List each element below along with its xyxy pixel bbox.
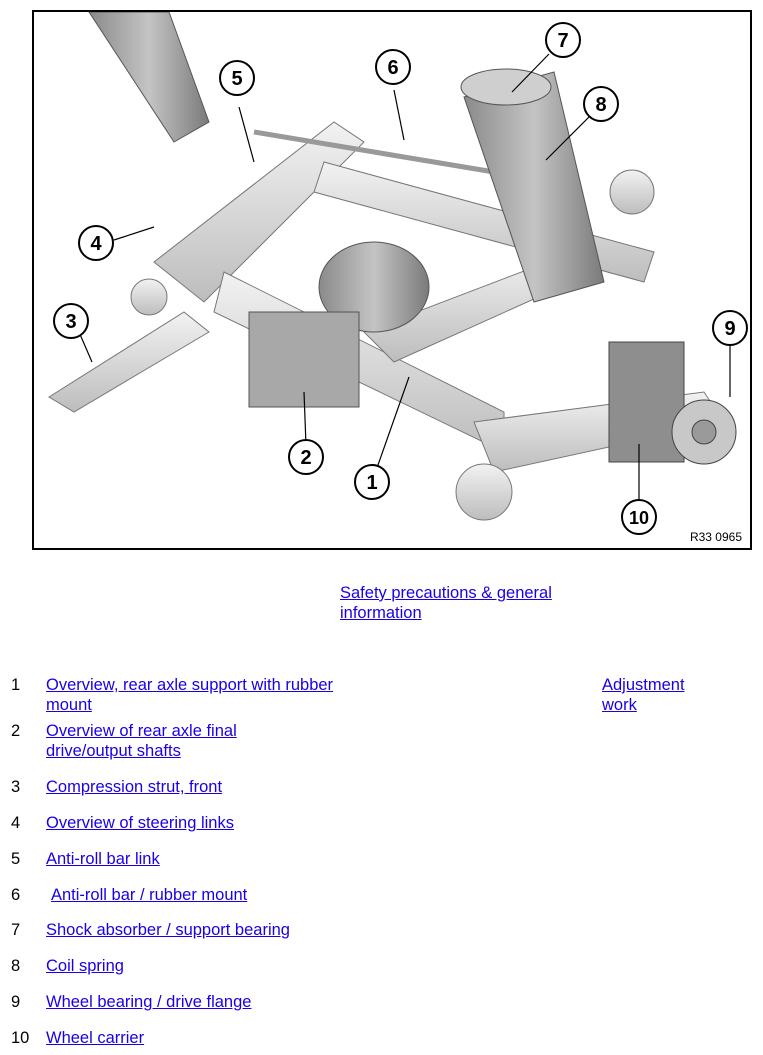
item-number: 3 — [11, 778, 21, 796]
rear-axle-drawing: 1 2 3 4 5 6 7 8 9 10 — [48, 12, 748, 535]
callout-4: 4 — [90, 233, 102, 255]
item-number: 6 — [11, 886, 21, 904]
callout-leaders — [78, 53, 731, 502]
spring-top — [460, 68, 552, 106]
callout-5: 5 — [231, 68, 242, 90]
item-link-rear-axle-support[interactable]: Overview, rear axle support with rubber … — [46, 676, 334, 714]
callout-1: 1 — [366, 472, 377, 494]
callout-9: 9 — [724, 318, 735, 340]
adjustment-work-link[interactable]: Adjustment work — [602, 676, 685, 714]
item-number: 1 — [11, 676, 21, 694]
mount-rear-left — [455, 463, 513, 521]
mount-left — [130, 278, 168, 316]
figure-code: R33 0965 — [689, 530, 742, 544]
item-link-wheel-bearing[interactable]: Wheel bearing / drive flange — [46, 993, 252, 1011]
item-link-coil-spring[interactable]: Coil spring — [46, 957, 124, 975]
item-link-compression-strut[interactable]: Compression strut, front — [46, 778, 223, 796]
callout-2: 2 — [300, 447, 311, 469]
final-drive — [318, 241, 430, 333]
safety-precautions-link[interactable]: Safety precautions & general information — [340, 584, 552, 622]
callout-10: 10 — [629, 508, 649, 528]
item-number: 10 — [11, 1029, 30, 1047]
callout-3: 3 — [65, 311, 76, 333]
anti-roll-bar — [253, 129, 495, 175]
subframe-front — [153, 121, 365, 303]
compression-strut — [48, 311, 210, 413]
item-number: 2 — [11, 722, 21, 740]
final-drive-housing — [248, 311, 360, 408]
callout-6: 6 — [387, 57, 398, 79]
item-number: 8 — [11, 957, 21, 975]
item-number: 7 — [11, 921, 21, 939]
item-number: 9 — [11, 993, 21, 1011]
callout-8: 8 — [595, 94, 606, 116]
item-link-final-drive[interactable]: Overview of rear axle final drive/output… — [46, 722, 237, 760]
drive-flange-hub — [691, 419, 717, 445]
mount-front-right — [609, 169, 655, 215]
item-link-wheel-carrier[interactable]: Wheel carrier — [46, 1029, 145, 1047]
item-link-anti-roll-bar[interactable]: Anti-roll bar / rubber mount — [51, 886, 248, 904]
item-link-anti-roll-bar-link[interactable]: Anti-roll bar link — [46, 850, 160, 868]
rear-axle-illustration: 1 2 3 4 5 6 7 8 9 10 R33 0965 — [32, 10, 752, 550]
item-link-shock-absorber[interactable]: Shock absorber / support bearing — [46, 921, 290, 939]
shock-absorber-left — [88, 12, 210, 143]
item-link-steering-links[interactable]: Overview of steering links — [46, 814, 234, 832]
item-number: 5 — [11, 850, 21, 868]
spring — [463, 71, 605, 303]
callout-markers: 1 2 3 4 5 6 7 8 9 10 — [53, 22, 748, 535]
item-number: 4 — [11, 814, 21, 832]
callout-7: 7 — [557, 30, 568, 52]
wheel-carrier-shape — [608, 341, 685, 463]
